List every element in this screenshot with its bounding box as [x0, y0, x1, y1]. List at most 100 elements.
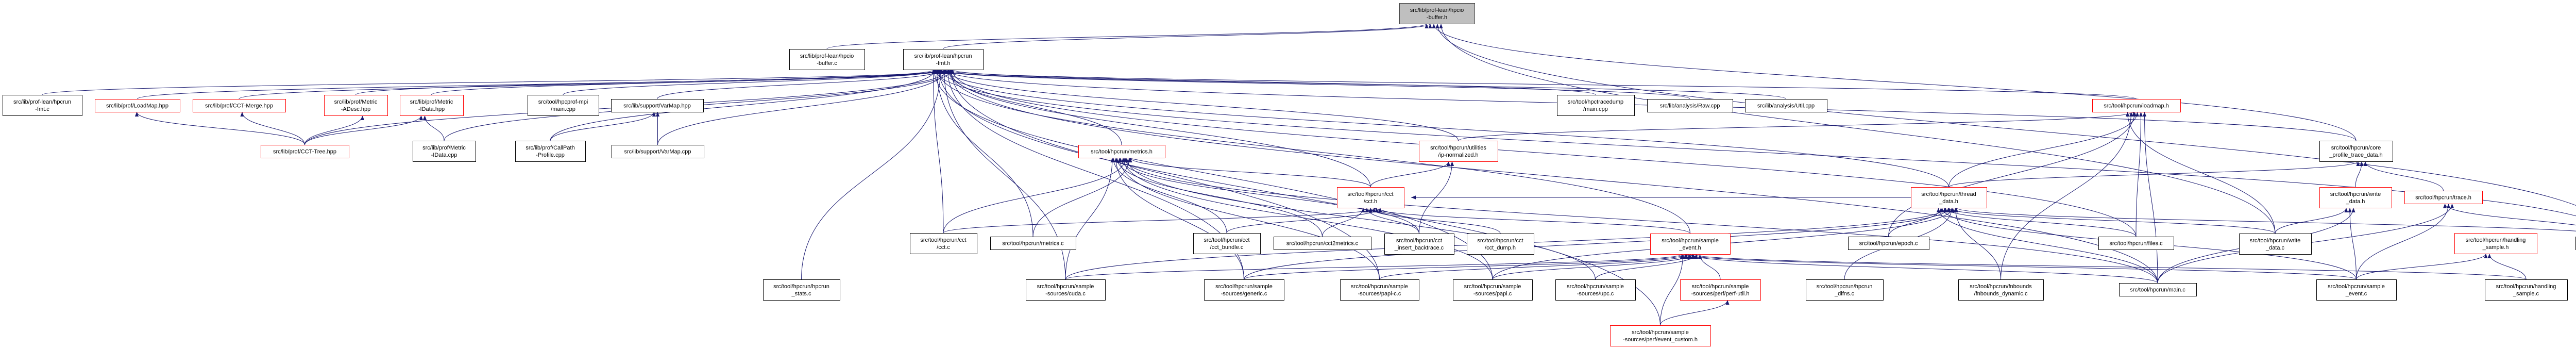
- node-label: -ADesc.hpp: [341, 106, 370, 112]
- file-node-cct-tree-hpp[interactable]: src/lib/prof/CCT-Tree.hpp: [261, 145, 349, 158]
- node-box: [1193, 233, 1261, 254]
- file-node-hpctracedump-main[interactable]: src/tool/hpctracedump/main.cpp: [1557, 95, 1635, 116]
- node-label: _dlfns.c: [1834, 291, 1854, 297]
- include-edge: [2136, 111, 2143, 237]
- node-box: [1911, 187, 1987, 208]
- file-node-perf-util-h[interactable]: src/tool/hpcrun/sample-sources/perf/perf…: [1680, 279, 1761, 301]
- node-label: -sources/papi.c: [1473, 291, 1512, 297]
- include-edge: [1692, 254, 2527, 280]
- node-label: src/lib/prof-lean/hpcrun: [914, 53, 972, 59]
- node-label: src/tool/hpcrun/metrics.c: [1002, 241, 1064, 247]
- file-node-cct-insert-backtrace-c[interactable]: src/tool/hpcrun/cct_insert_backtrace.c: [1384, 234, 1454, 255]
- file-node-varmap-cpp[interactable]: src/lib/support/VarMap.cpp: [612, 145, 704, 158]
- include-edge: [304, 115, 365, 145]
- file-node-hpcrun-fmt-h[interactable]: src/lib/prof-lean/hpcrun-fmt.h: [903, 49, 984, 70]
- node-box: [2316, 279, 2397, 301]
- include-edge: [2356, 253, 2488, 280]
- file-node-cct-dump-h[interactable]: src/tool/hpcrun/cct/cct_dump.h: [1467, 234, 1534, 255]
- include-edge: [304, 115, 423, 145]
- file-node-papi-c[interactable]: src/tool/hpcrun/sample-sources/papi.c: [1453, 279, 1533, 301]
- file-node-files-c[interactable]: src/tool/hpcrun/files.c: [2098, 237, 2174, 250]
- include-edge: [826, 23, 1429, 49]
- file-node-sample-event-c[interactable]: src/tool/hpcrun/sample_event.c: [2316, 279, 2397, 301]
- file-node-ip-normalized-h[interactable]: src/tool/hpcrun/utilities/ip-normalized.…: [1419, 141, 1498, 162]
- file-node-fnbounds-dynamic-c[interactable]: src/tool/hpcrun/fnbounds/fnbounds_dynami…: [1958, 279, 2044, 301]
- node-label: src/tool/hpcrun/core: [2331, 145, 2381, 151]
- file-node-event-custom-h[interactable]: src/tool/hpcrun/sample-sources/perf/even…: [1610, 325, 1711, 346]
- file-node-metrics-c[interactable]: src/tool/hpcrun/metrics.c: [990, 237, 1076, 250]
- file-node-callpath-profile-cpp[interactable]: src/lib/prof/CallPath-Profile.cpp: [515, 141, 586, 162]
- node-box: [2319, 141, 2393, 162]
- node-label: src/tool/hpcrun/epoch.c: [1859, 241, 1918, 247]
- node-box: [1806, 279, 1884, 301]
- file-node-main-c[interactable]: src/tool/hpcrun/main.c: [2119, 283, 2197, 296]
- node-box: [515, 141, 586, 162]
- file-node-util-cpp[interactable]: src/lib/analysis/Util.cpp: [1745, 99, 1827, 112]
- include-edge: [943, 23, 1432, 49]
- node-label: -sources/perf/event_custom.h: [1623, 337, 1698, 343]
- file-node-core-profile-trace-data-h[interactable]: src/tool/hpcrun/core_profile_trace_data.…: [2319, 141, 2393, 162]
- file-node-hpcrun-fmt-c[interactable]: src/lib/prof-lean/hpcrun-fmt.c: [3, 95, 82, 116]
- include-edge: [1660, 254, 1685, 326]
- node-label: src/lib/prof/Metric: [410, 99, 453, 105]
- node-box: [1453, 279, 1533, 301]
- file-node-raw-cpp[interactable]: src/lib/analysis/Raw.cpp: [1647, 99, 1733, 112]
- include-edge: [1322, 207, 1365, 237]
- node-label: src/tool/hpcrun/cct: [1204, 237, 1249, 243]
- file-node-hpcprof-mpi-main[interactable]: src/tool/hpcprof-mpi/main.cpp: [528, 95, 599, 116]
- file-node-metric-idata-hpp[interactable]: src/lib/prof/Metric-IData.hpp: [400, 95, 464, 116]
- file-node-handling-sample-h[interactable]: src/tool/hpcrun/handling_sample.h: [2454, 233, 2537, 254]
- file-node-cct-bundle-c[interactable]: src/tool/hpcrun/cct/cct_bundle.c: [1193, 233, 1261, 254]
- file-node-epoch-c[interactable]: src/tool/hpcrun/epoch.c: [1848, 237, 1929, 250]
- file-node-cct-c[interactable]: src/tool/hpcrun/cct/cct.c: [910, 233, 977, 254]
- include-edge: [947, 69, 2158, 284]
- include-edge: [934, 69, 2576, 217]
- node-label: -sources/papi-c.c: [1358, 291, 1401, 297]
- file-node-sample-event-h[interactable]: src/tool/hpcrun/sample_event.h: [1650, 234, 1731, 255]
- node-label: src/tool/hpcrun/cct: [1396, 238, 1442, 244]
- node-label: src/lib/support/VarMap.cpp: [624, 149, 691, 155]
- node-label: src/lib/prof/LoadMap.hpp: [106, 103, 168, 109]
- include-edge: [1419, 161, 1454, 234]
- include-edge: [1946, 207, 2276, 234]
- node-box: [2485, 279, 2568, 301]
- node-box: [1026, 279, 1106, 301]
- node-label: src/tool/hpcrun/sample: [1351, 284, 1408, 290]
- include-edge: [1125, 157, 1596, 280]
- node-box: [95, 99, 180, 112]
- file-node-hpcio-buffer-h: src/lib/prof-lean/hpcio-buffer.h: [1399, 3, 1475, 24]
- file-node-metric-adesc-hpp[interactable]: src/lib/prof/Metric-ADesc.hpp: [324, 95, 388, 116]
- include-edge: [2443, 203, 2576, 226]
- node-label: src/tool/hpcrun/cct: [1347, 191, 1393, 197]
- node-label: -sources/perf/perf-util.h: [1691, 291, 1749, 297]
- file-node-loadmap-hpp[interactable]: src/lib/prof/LoadMap.hpp: [95, 99, 180, 112]
- file-node-upc-c[interactable]: src/tool/hpcrun/sample-sources/upc.c: [1555, 279, 1636, 301]
- file-node-trace-h[interactable]: src/tool/hpcrun/trace.h: [2404, 191, 2483, 204]
- file-node-cct2metrics-c[interactable]: src/tool/hpcrun/cct2metrics.c: [1274, 237, 1371, 250]
- file-node-hpcrun-stats-c[interactable]: src/tool/hpcrun/hpcrun_stats.c: [763, 279, 840, 301]
- file-node-loadmap-h[interactable]: src/tool/hpcrun/loadmap.h: [2092, 99, 2181, 112]
- file-node-hpcrun-dlfns-c[interactable]: src/tool/hpcrun/hpcrun_dlfns.c: [1806, 279, 1884, 301]
- node-label: -buffer.h: [1427, 14, 1447, 21]
- file-node-thread-data-h[interactable]: src/tool/hpcrun/thread_data.h: [1911, 187, 1987, 208]
- file-node-cct-h[interactable]: src/tool/hpcrun/cct/cct.h: [1337, 187, 1404, 208]
- node-box: [1204, 279, 1284, 301]
- node-label: src/lib/prof/CCT-Tree.hpp: [273, 149, 336, 155]
- file-node-papi-c-c[interactable]: src/tool/hpcrun/sample-sources/papi-c.c: [1340, 279, 1419, 301]
- file-node-generic-c[interactable]: src/tool/hpcrun/sample-sources/generic.c: [1204, 279, 1284, 301]
- file-node-cuda-c[interactable]: src/tool/hpcrun/sample-sources/cuda.c: [1026, 279, 1106, 301]
- file-node-write-data-c[interactable]: src/tool/hpcrun/write_data.c: [2239, 234, 2312, 255]
- include-edge: [1688, 254, 2158, 284]
- file-node-write-data-h[interactable]: src/tool/hpcrun/write_data.h: [2319, 187, 2392, 208]
- file-node-hpcio-buffer-c[interactable]: src/lib/prof-lean/hpcio-buffer.c: [789, 49, 865, 70]
- file-node-varmap-hpp[interactable]: src/lib/support/VarMap.hpp: [611, 99, 704, 112]
- node-box: [1384, 234, 1454, 255]
- file-node-metrics-h[interactable]: src/tool/hpcrun/metrics.h: [1078, 145, 1165, 158]
- file-node-cct-merge-hpp[interactable]: src/lib/prof/CCT-Merge.hpp: [193, 99, 286, 112]
- include-edge: [657, 69, 948, 145]
- node-label: src/tool/hpcrun/write: [2330, 191, 2381, 197]
- node-box: [1650, 234, 1731, 255]
- node-label: _insert_backtrace.c: [1394, 245, 1444, 251]
- file-node-handling-sample-c[interactable]: src/tool/hpcrun/handling_sample.c: [2485, 279, 2568, 301]
- file-node-metric-idata-cpp[interactable]: src/lib/prof/Metric-IData.cpp: [413, 141, 476, 162]
